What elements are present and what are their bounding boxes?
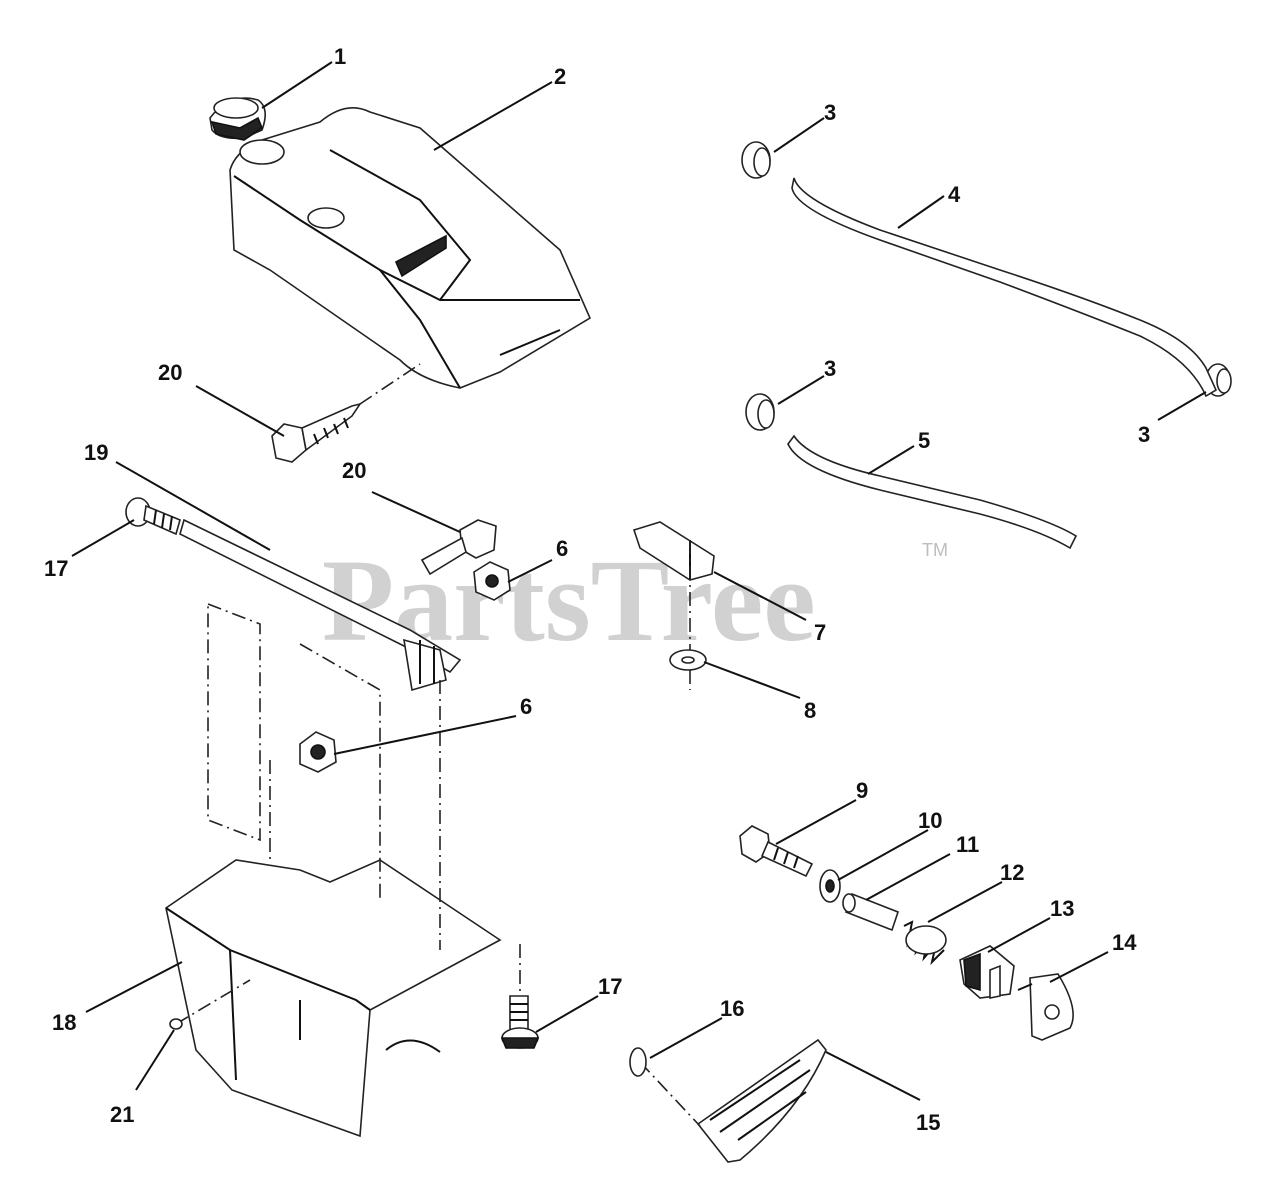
callout-20-lower: 20 [342, 458, 366, 483]
callout-11: 11 [956, 832, 979, 857]
callout-3-right: 3 [1138, 422, 1150, 447]
part-latch [959, 945, 1015, 999]
callout-6-upper: 6 [556, 536, 568, 561]
callout-7: 7 [814, 620, 826, 645]
part-support-rod [179, 518, 462, 692]
callout-numbers: 1 2 3 4 3 3 5 20 20 19 17 6 6 7 8 9 10 1… [44, 44, 1150, 1135]
callout-3-middle: 3 [824, 356, 836, 381]
callout-6-lower: 6 [520, 694, 532, 719]
part-body-housing [165, 859, 502, 1138]
part-fuel-tank [229, 106, 592, 389]
part-washer-small [669, 649, 707, 671]
watermark-brand: PartsTree [322, 535, 816, 666]
part-hose-clamp-upper [741, 141, 771, 179]
part-fuel-hose-upper [791, 177, 1218, 398]
callout-8: 8 [804, 698, 816, 723]
part-thin-washer [629, 1047, 647, 1077]
callout-12: 12 [1000, 860, 1024, 885]
watermark-trademark: TM [922, 540, 948, 560]
part-bolt-upper [125, 497, 181, 536]
callout-5: 5 [918, 428, 930, 453]
callout-21: 21 [110, 1102, 134, 1127]
part-nut-lower [299, 731, 337, 773]
callout-9: 9 [856, 778, 868, 803]
part-screw-lower [420, 519, 497, 576]
callout-1: 1 [334, 44, 346, 69]
leader-lines [71, 61, 1207, 1101]
callout-17-upper: 17 [44, 556, 68, 581]
callout-17-lower: 17 [598, 974, 622, 999]
part-small-fitting [169, 1018, 183, 1030]
callout-15: 15 [916, 1110, 940, 1135]
callout-10: 10 [918, 808, 942, 833]
part-screw-upper [271, 363, 421, 463]
callout-16: 16 [720, 996, 744, 1021]
part-hose-clamp-middle [745, 393, 775, 431]
part-fuel-cap [209, 97, 266, 141]
part-mounting-plate [1017, 973, 1074, 1041]
part-quadrant-plate [639, 1038, 827, 1163]
part-long-bolt [739, 825, 814, 878]
callout-3-upper: 3 [824, 100, 836, 125]
callout-4: 4 [948, 182, 961, 207]
part-nut-upper [473, 561, 511, 601]
callout-19: 19 [84, 440, 108, 465]
callout-13: 13 [1050, 896, 1074, 921]
part-fuel-hose-lower [787, 434, 1078, 550]
callout-2: 2 [554, 64, 566, 89]
callout-14: 14 [1112, 930, 1137, 955]
part-spacer [842, 892, 899, 932]
callout-20-upper: 20 [158, 360, 182, 385]
part-spring [903, 920, 947, 966]
assembly-guide-lines [175, 602, 441, 1025]
part-washer [819, 869, 841, 903]
part-bolt-lower [500, 944, 540, 1049]
callout-18: 18 [52, 1010, 76, 1035]
